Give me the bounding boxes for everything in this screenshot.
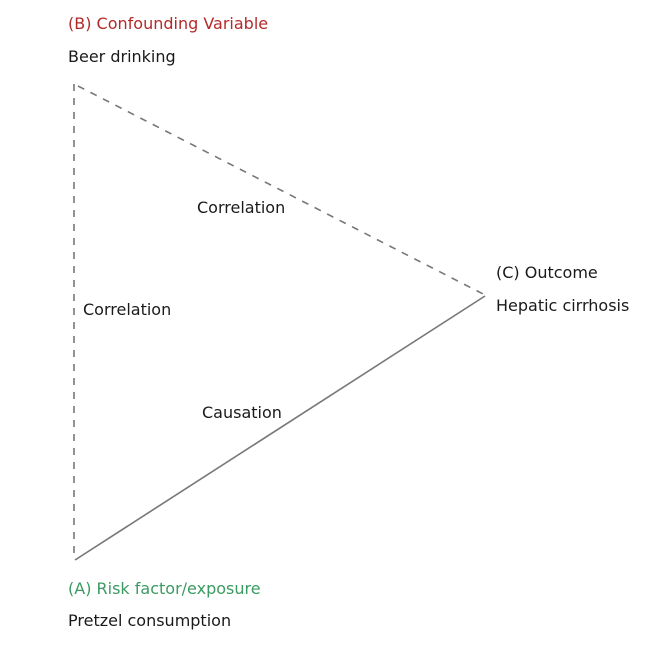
edge-exposure-outcome-label: Causation — [202, 403, 282, 422]
edge-confounder-outcome-line — [77, 85, 486, 296]
confounder-example: Beer drinking — [68, 47, 176, 66]
edge-confounder-exposure-label: Correlation — [83, 300, 172, 319]
exposure-example: Pretzel consumption — [68, 611, 232, 630]
confounder-heading: (B) Confounding Variable — [68, 14, 269, 33]
outcome-example: Hepatic cirrhosis — [496, 296, 630, 315]
exposure-heading: (A) Risk factor/exposure — [68, 579, 261, 598]
edge-confounder-outcome-label: Correlation — [197, 198, 286, 217]
edge-exposure-outcome-line — [74, 295, 486, 561]
outcome-heading: (C) Outcome — [496, 263, 598, 282]
